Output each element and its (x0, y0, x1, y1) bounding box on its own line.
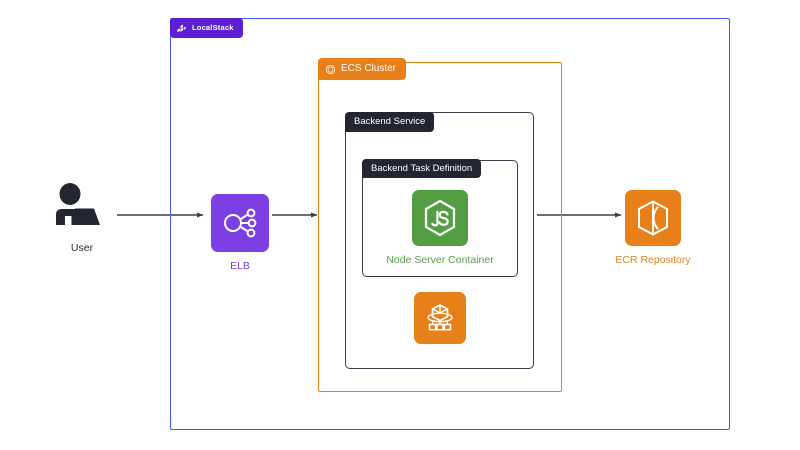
backend-service-badge: Backend Service (345, 112, 435, 132)
ecs-task-icon-tile (414, 292, 466, 344)
localstack-badge-label: LocalStack (192, 23, 234, 33)
ecs-cluster-boundary (318, 62, 562, 392)
localstack-boundary (170, 18, 730, 430)
task-definition-badge-label: Backend Task Definition (371, 162, 473, 174)
node-ecs-task[interactable] (414, 292, 466, 344)
node-ecr-repository[interactable]: ECR Repository (615, 190, 691, 266)
nodejs-icon (424, 199, 456, 237)
ecs-cluster-icon (325, 64, 336, 74)
elastic-load-balancer-icon (224, 208, 257, 238)
elb-icon-tile (211, 194, 269, 252)
backend-service-badge-label: Backend Service (354, 116, 426, 128)
node-user[interactable]: User (42, 183, 122, 254)
nodejs-icon-tile (412, 190, 468, 246)
localstack-badge: LocalStack (170, 18, 243, 38)
user-icon-wrap (51, 183, 113, 231)
task-definition-badge: Backend Task Definition (362, 159, 482, 178)
localstack-logo-icon (177, 24, 186, 32)
node-node-server-container-label: Node Server Container (386, 254, 494, 266)
ecs-cluster-badge: ECS Cluster (318, 58, 407, 80)
node-elb-label: ELB (230, 260, 250, 272)
node-user-label: User (70, 242, 94, 254)
ecs-task-icon (427, 304, 453, 331)
user-at-laptop-icon (56, 183, 100, 225)
ecr-repository-icon (638, 200, 668, 236)
ecr-icon-tile (625, 190, 681, 246)
node-ecr-repository-label: ECR Repository (615, 254, 691, 266)
node-node-server-container[interactable]: Node Server Container (386, 190, 494, 266)
ecs-cluster-badge-label: ECS Cluster (341, 63, 397, 74)
node-elb[interactable]: ELB (211, 194, 269, 272)
backend-service-boundary (345, 112, 534, 369)
